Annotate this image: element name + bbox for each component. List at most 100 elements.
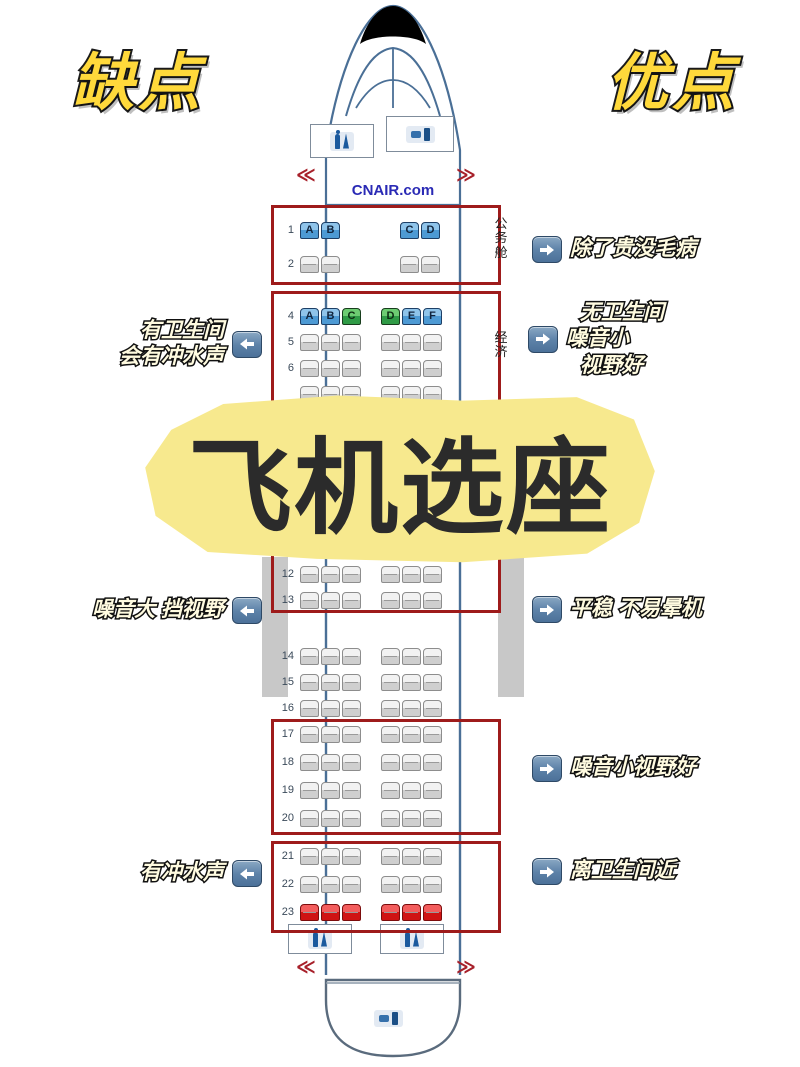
seat-4F[interactable]: F: [423, 307, 442, 325]
arrow-right-icon[interactable]: [532, 858, 562, 885]
seat-23D[interactable]: [381, 903, 400, 921]
table-row[interactable]: 18: [268, 751, 498, 773]
seat-4B[interactable]: B: [321, 307, 340, 325]
seat-18D[interactable]: [381, 753, 400, 771]
table-row[interactable]: 12: [268, 563, 498, 585]
seat-14F[interactable]: [423, 647, 442, 665]
seat-19C[interactable]: [342, 781, 361, 799]
seat-2D[interactable]: [421, 255, 440, 273]
seat-22B[interactable]: [321, 875, 340, 893]
table-row[interactable]: 4 A B C D E F: [268, 305, 498, 327]
table-row[interactable]: 23: [268, 901, 498, 923]
seat-1C[interactable]: C: [400, 221, 419, 239]
seat-15F[interactable]: [423, 673, 442, 691]
seat-15B[interactable]: [321, 673, 340, 691]
seat-13C[interactable]: [342, 591, 361, 609]
seat-13F[interactable]: [423, 591, 442, 609]
table-row[interactable]: 20: [268, 807, 498, 829]
seat-23F[interactable]: [423, 903, 442, 921]
seat-6D[interactable]: [381, 359, 400, 377]
seat-12A[interactable]: [300, 565, 319, 583]
seat-20E[interactable]: [402, 809, 421, 827]
seat-20D[interactable]: [381, 809, 400, 827]
seat-17D[interactable]: [381, 725, 400, 743]
seat-15A[interactable]: [300, 673, 319, 691]
row-4-left-seats[interactable]: A B C: [300, 307, 361, 325]
seat-20C[interactable]: [342, 809, 361, 827]
arrow-right-icon[interactable]: [528, 325, 558, 353]
arrow-right-icon[interactable]: [532, 236, 562, 263]
seat-15D[interactable]: [381, 673, 400, 691]
seat-23E[interactable]: [402, 903, 421, 921]
seat-6A[interactable]: [300, 359, 319, 377]
seat-22E[interactable]: [402, 875, 421, 893]
seat-16E[interactable]: [402, 699, 421, 717]
seat-17B[interactable]: [321, 725, 340, 743]
row-4-right-seats[interactable]: D E F: [381, 307, 442, 325]
table-row[interactable]: 16: [268, 697, 498, 719]
seat-21E[interactable]: [402, 847, 421, 865]
seat-19F[interactable]: [423, 781, 442, 799]
seat-5F[interactable]: [423, 333, 442, 351]
seat-12E[interactable]: [402, 565, 421, 583]
seat-21A[interactable]: [300, 847, 319, 865]
seat-18E[interactable]: [402, 753, 421, 771]
seat-22F[interactable]: [423, 875, 442, 893]
seat-20A[interactable]: [300, 809, 319, 827]
table-row[interactable]: 5: [268, 331, 498, 353]
table-row[interactable]: 21: [268, 845, 498, 867]
row-2-left-seats[interactable]: [300, 255, 340, 273]
seat-17C[interactable]: [342, 725, 361, 743]
seat-16F[interactable]: [423, 699, 442, 717]
table-row[interactable]: 2: [268, 253, 498, 275]
seat-21F[interactable]: [423, 847, 442, 865]
arrow-right-icon[interactable]: [532, 596, 562, 623]
seat-19E[interactable]: [402, 781, 421, 799]
seat-1A[interactable]: A: [300, 221, 319, 239]
seat-1B[interactable]: B: [321, 221, 340, 239]
seat-13B[interactable]: [321, 591, 340, 609]
seat-14B[interactable]: [321, 647, 340, 665]
arrow-left-icon[interactable]: [232, 597, 262, 624]
row-1-left-seats[interactable]: A B: [300, 221, 340, 239]
seat-21C[interactable]: [342, 847, 361, 865]
seat-17A[interactable]: [300, 725, 319, 743]
seat-16D[interactable]: [381, 699, 400, 717]
seat-4D[interactable]: D: [381, 307, 400, 325]
seat-18F[interactable]: [423, 753, 442, 771]
seat-23B[interactable]: [321, 903, 340, 921]
seat-17F[interactable]: [423, 725, 442, 743]
seat-5C[interactable]: [342, 333, 361, 351]
table-row[interactable]: 15: [268, 671, 498, 693]
table-row[interactable]: 22: [268, 873, 498, 895]
table-row[interactable]: 6: [268, 357, 498, 379]
seat-6F[interactable]: [423, 359, 442, 377]
seat-18B[interactable]: [321, 753, 340, 771]
seat-6B[interactable]: [321, 359, 340, 377]
seat-13A[interactable]: [300, 591, 319, 609]
seat-5D[interactable]: [381, 333, 400, 351]
table-row[interactable]: 13: [268, 589, 498, 611]
seat-6E[interactable]: [402, 359, 421, 377]
seat-16B[interactable]: [321, 699, 340, 717]
seat-14D[interactable]: [381, 647, 400, 665]
seat-12F[interactable]: [423, 565, 442, 583]
seat-13D[interactable]: [381, 591, 400, 609]
seat-5A[interactable]: [300, 333, 319, 351]
table-row[interactable]: 19: [268, 779, 498, 801]
seat-21D[interactable]: [381, 847, 400, 865]
seat-17E[interactable]: [402, 725, 421, 743]
seat-5E[interactable]: [402, 333, 421, 351]
arrow-left-icon[interactable]: [232, 860, 262, 887]
seat-5B[interactable]: [321, 333, 340, 351]
seat-16A[interactable]: [300, 699, 319, 717]
seat-12B[interactable]: [321, 565, 340, 583]
seat-20F[interactable]: [423, 809, 442, 827]
seat-2A[interactable]: [300, 255, 319, 273]
seat-6C[interactable]: [342, 359, 361, 377]
seat-22A[interactable]: [300, 875, 319, 893]
arrow-left-icon[interactable]: [232, 330, 262, 358]
row-2-right-seats[interactable]: [400, 255, 440, 273]
table-row[interactable]: 1 A B C D: [268, 219, 498, 241]
seat-13E[interactable]: [402, 591, 421, 609]
